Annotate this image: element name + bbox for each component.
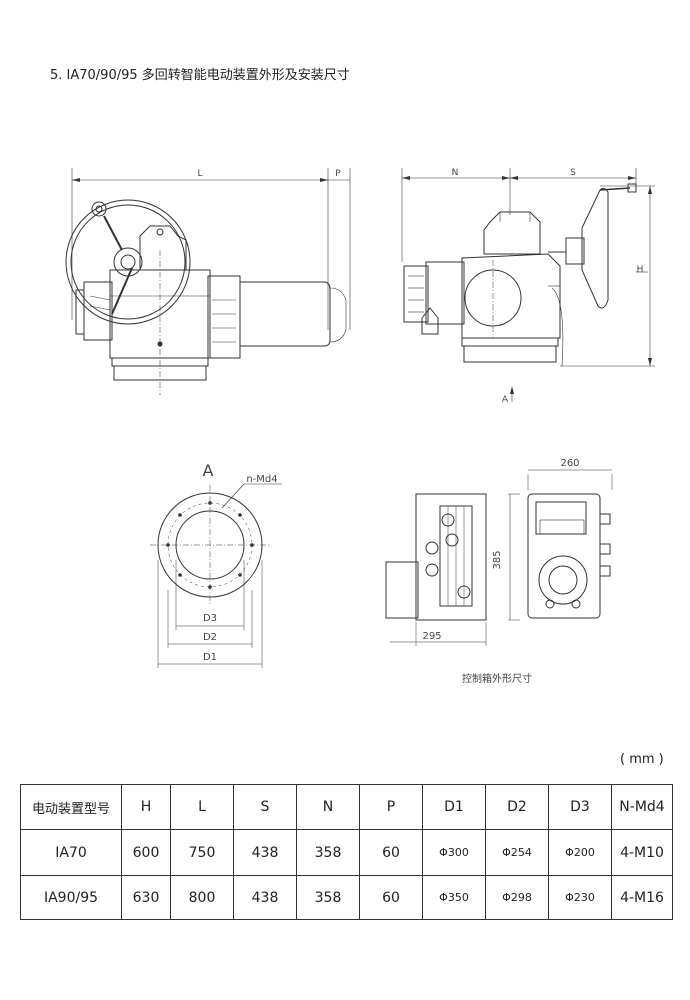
table-header-cell: L — [170, 784, 234, 830]
spec-table: 电动装置型号 H L S N P D1 D2 D3 N-Md4 IA70 600… — [20, 784, 673, 920]
table-row: IA90/95 630 800 438 358 60 Φ350 Φ298 Φ23… — [20, 875, 673, 920]
table-header-cell: D1 — [422, 784, 486, 830]
table-cell: 438 — [233, 829, 297, 876]
table-header-cell: 电动装置型号 — [20, 784, 122, 830]
hole-spec-label: n-Md4 — [246, 474, 277, 485]
table-header-row: 电动装置型号 H L S N P D1 D2 D3 N-Md4 — [20, 784, 673, 830]
view-label-A: A — [203, 461, 214, 480]
dim-label-S: S — [570, 168, 576, 178]
table-header-cell: D3 — [548, 784, 612, 830]
table-cell: Φ230 — [548, 875, 612, 920]
dim-label-L: L — [197, 169, 202, 179]
table-cell: 750 — [170, 829, 234, 876]
dim-label-260: 260 — [560, 458, 579, 469]
table-cell: Φ298 — [485, 875, 549, 920]
dim-label-D1: D1 — [203, 652, 217, 663]
dim-label-385: 385 — [492, 550, 503, 569]
table-cell: 60 — [359, 829, 423, 876]
table-cell: Φ350 — [422, 875, 486, 920]
table-cell: Φ254 — [485, 829, 549, 876]
dim-label-H: H — [637, 265, 644, 275]
table-cell: 4-M10 — [611, 829, 673, 876]
table-cell: Φ200 — [548, 829, 612, 876]
table-cell: 438 — [233, 875, 297, 920]
technical-drawing: L P N S H A A n-Md4 D3 D2 D1 260 385 295 — [65, 168, 655, 668]
dim-label-N: N — [452, 168, 459, 178]
table-cell: 630 — [121, 875, 171, 920]
control-box-view — [385, 469, 613, 646]
front-view — [65, 168, 351, 395]
table-header-cell: H — [121, 784, 171, 830]
table-cell: IA90/95 — [20, 875, 122, 920]
table-row: IA70 600 750 438 358 60 Φ300 Φ254 Φ200 4… — [20, 829, 673, 876]
dim-label-D2: D2 — [203, 632, 217, 643]
dim-label-295: 295 — [422, 631, 441, 642]
dim-label-D3: D3 — [203, 613, 217, 624]
table-cell: 358 — [296, 829, 360, 876]
dim-label-P: P — [335, 169, 341, 179]
view-arrow-A: A — [502, 395, 509, 405]
table-cell: 600 — [121, 829, 171, 876]
table-header-cell: P — [359, 784, 423, 830]
unit-label: ( mm ) — [620, 752, 664, 767]
flange-view — [150, 483, 282, 668]
table-header-cell: N-Md4 — [611, 784, 673, 830]
table-header-cell: N — [296, 784, 360, 830]
section-heading: 5. IA70/90/95 多回转智能电动装置外形及安装尺寸 — [50, 68, 350, 83]
table-header-cell: S — [233, 784, 297, 830]
table-header-cell: D2 — [485, 784, 549, 830]
table-cell: Φ300 — [422, 829, 486, 876]
side-view — [401, 168, 655, 402]
table-cell: 60 — [359, 875, 423, 920]
table-cell: 800 — [170, 875, 234, 920]
control-box-caption: 控制箱外形尺寸 — [462, 674, 532, 685]
table-cell: IA70 — [20, 829, 122, 876]
table-cell: 358 — [296, 875, 360, 920]
table-cell: 4-M16 — [611, 875, 673, 920]
